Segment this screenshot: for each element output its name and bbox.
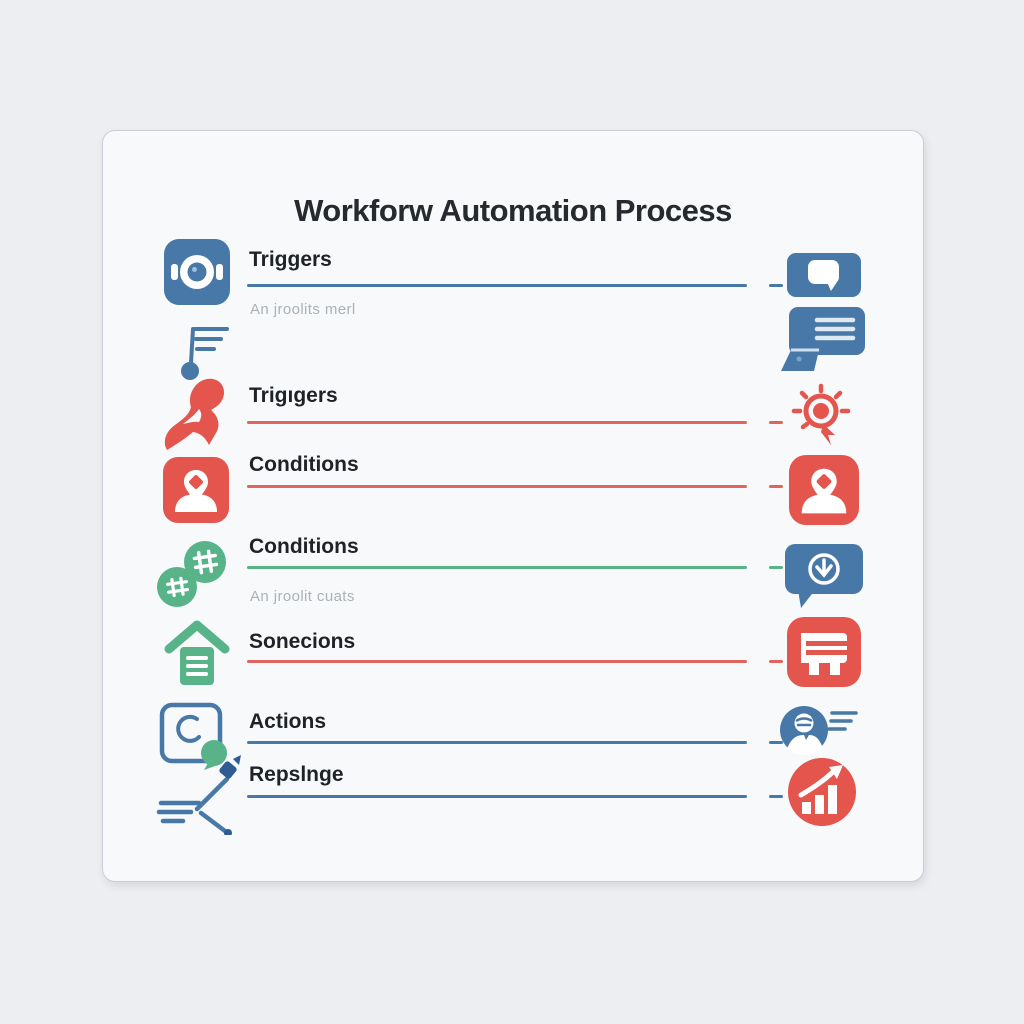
row-line <box>247 795 747 798</box>
person-icon <box>155 375 239 453</box>
row-label: Repslnge <box>249 763 344 786</box>
row-label: Sonecions <box>249 630 356 653</box>
flag-note-icon <box>177 321 231 381</box>
row-label: Conditions <box>249 535 359 558</box>
home-list-icon <box>161 617 233 691</box>
row-line <box>247 485 747 488</box>
row-line <box>247 660 747 663</box>
row-label: Actions <box>249 710 327 733</box>
row-subtitle: An jroolit cuats <box>250 588 355 605</box>
chat-screen-icon <box>787 253 861 297</box>
row-label: Triggers <box>249 248 332 271</box>
row-line-dash <box>769 485 783 488</box>
row-subtitle: An jroolits merl <box>250 301 356 318</box>
map-pin-app-icon <box>789 455 859 525</box>
row-label: Conditions <box>249 453 359 476</box>
map-pin-app-icon <box>163 457 229 523</box>
check-bubble-icon <box>785 544 865 610</box>
row-line-dash <box>769 566 783 569</box>
search-award-icon <box>791 383 853 451</box>
row-line <box>247 421 747 424</box>
row-line <box>247 566 747 569</box>
row-label: Trigıgers <box>249 384 338 407</box>
branch-pin-icon <box>153 737 249 835</box>
row-line-dash <box>769 795 783 798</box>
row-line <box>247 284 747 287</box>
refresh-square-icon <box>159 702 235 772</box>
row-line-dash <box>769 660 783 663</box>
row-line-dash <box>769 741 783 744</box>
row-line-dash <box>769 421 783 424</box>
row-line <box>247 741 747 744</box>
row-line-dash <box>769 284 783 287</box>
avatar-lines-icon <box>779 704 859 758</box>
page-title: Workforw Automation Process <box>294 193 732 228</box>
message-laptop-icon <box>779 307 867 373</box>
camera-app-icon <box>164 239 230 305</box>
storefront-icon <box>787 617 861 687</box>
infographic-card: Workforw Automation Process Triggers An … <box>102 130 924 882</box>
growth-chart-icon <box>787 757 857 827</box>
hashtag-circles-icon <box>153 539 231 613</box>
